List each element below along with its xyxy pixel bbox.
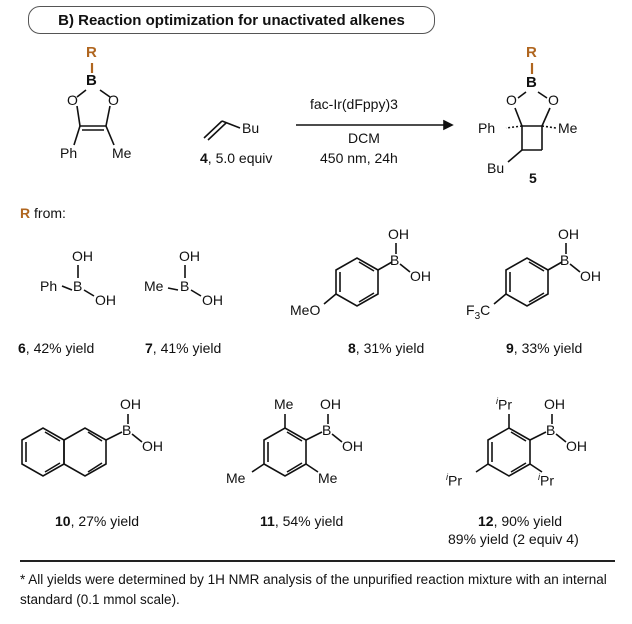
c11-oh-right: OH xyxy=(342,438,363,454)
section-title-box: B) Reaction optimization for unactivated… xyxy=(28,6,435,34)
c8-methoxy: MeO xyxy=(290,302,321,318)
butyl-label: Bu xyxy=(242,120,260,136)
footnote-divider xyxy=(20,560,615,562)
c11-me-left: Me xyxy=(226,470,246,486)
catalyst-label: fac-Ir(dFppy)3 xyxy=(310,96,398,112)
c12-oh-right: OH xyxy=(566,438,587,454)
c9-oh-right: OH xyxy=(580,268,601,284)
c11-oh-top: OH xyxy=(320,396,341,412)
alkene-caption: 4, 5.0 equiv xyxy=(200,150,272,166)
c11-caption: 11, 54% yield xyxy=(260,513,344,529)
oxygen-label-right: O xyxy=(108,92,119,108)
c9-oh-top: OH xyxy=(558,226,579,242)
c7-oh-top: OH xyxy=(179,248,200,264)
solvent-label: DCM xyxy=(348,130,380,146)
c12-ipr-left: iPr xyxy=(446,472,462,489)
r-from-r: R xyxy=(20,205,31,221)
c8-boron: B xyxy=(390,252,400,268)
c10-boron: B xyxy=(122,422,132,438)
c12-boron: B xyxy=(546,422,556,438)
product-butyl-label: Bu xyxy=(487,160,505,176)
boron-label: B xyxy=(86,72,97,89)
r-from-label: R from: xyxy=(20,205,66,221)
c6-boron: B xyxy=(73,278,83,294)
product-phenyl-label: Ph xyxy=(478,120,496,136)
c9-boron: B xyxy=(560,252,570,268)
c11-boron: B xyxy=(322,422,332,438)
c7-boron: B xyxy=(180,278,190,294)
methyl-label: Me xyxy=(112,145,132,161)
c7-methyl: Me xyxy=(144,278,164,294)
footnote: * All yields were determined by 1H NMR a… xyxy=(20,572,607,607)
c6-oh-right: OH xyxy=(95,292,116,308)
product-r-label: R xyxy=(526,44,537,61)
c9-cf3: F3C xyxy=(466,302,491,322)
c10-caption: 10, 27% yield xyxy=(55,513,140,529)
product-number: 5 xyxy=(529,170,537,186)
c7-caption: 7, 41% yield xyxy=(145,340,222,356)
product-oxygen-left: O xyxy=(506,92,517,108)
alkene-number: 4 xyxy=(200,150,208,166)
product-methyl-label: Me xyxy=(558,120,578,136)
c12-ipr-top: iPr xyxy=(496,396,512,413)
c12-caption: 12, 90% yield xyxy=(478,513,563,529)
product-oxygen-right: O xyxy=(548,92,559,108)
phenyl-label: Ph xyxy=(60,145,78,161)
c6-phenyl: Ph xyxy=(40,278,58,294)
c12-oh-top: OH xyxy=(544,396,565,412)
c10-oh-top: OH xyxy=(120,396,141,412)
section-title: B) Reaction optimization for unactivated… xyxy=(58,11,405,29)
c11-me-right: Me xyxy=(318,470,338,486)
conditions-label: 450 nm, 24h xyxy=(320,150,398,166)
c12-ipr-right: iPr xyxy=(538,472,554,489)
c9-caption: 9, 33% yield xyxy=(506,340,583,356)
c11-me-top: Me xyxy=(274,396,294,412)
c10-oh-right: OH xyxy=(142,438,163,454)
alkene-equiv: , 5.0 equiv xyxy=(207,150,273,166)
c8-oh-top: OH xyxy=(388,226,409,242)
c8-caption: 8, 31% yield xyxy=(348,340,425,356)
c6-oh-top: OH xyxy=(72,248,93,264)
c6-caption: 6, 42% yield xyxy=(18,340,95,356)
r-group-label: R xyxy=(86,44,97,61)
c7-oh-right: OH xyxy=(202,292,223,308)
r-from-text: from: xyxy=(34,205,66,221)
c8-oh-right: OH xyxy=(410,268,431,284)
oxygen-label-left: O xyxy=(67,92,78,108)
c12-extra-caption: 89% yield (2 equiv 4) xyxy=(448,531,579,547)
product-boron-label: B xyxy=(526,74,537,91)
catalyst-name: fac-Ir(dFppy)3 xyxy=(310,96,398,112)
